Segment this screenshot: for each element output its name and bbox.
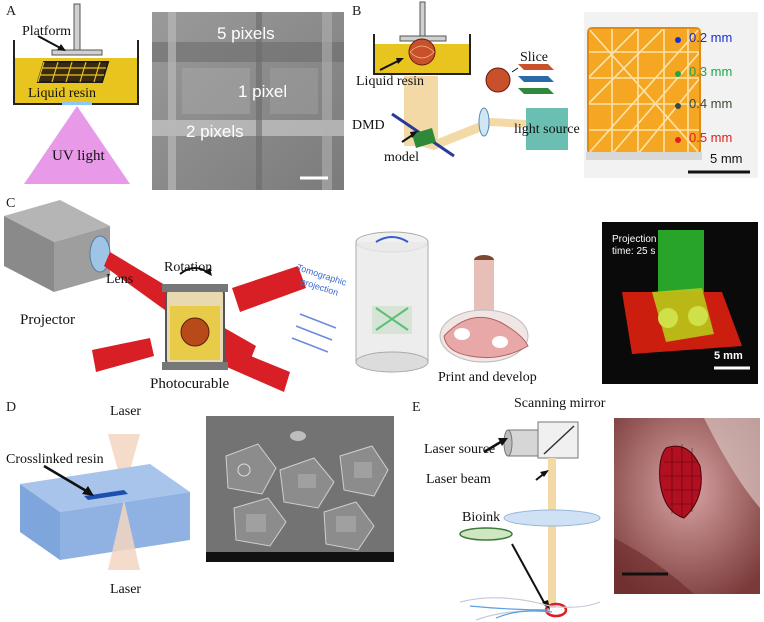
platform-label: Platform xyxy=(22,24,71,39)
focusing-lens xyxy=(503,509,601,527)
uv-light-label: UV light xyxy=(52,148,105,164)
panel-c-photo xyxy=(602,222,758,384)
crosslinked-resin-label: Crosslinked resin xyxy=(6,452,104,467)
panel-e-photo xyxy=(614,418,760,594)
block-top xyxy=(20,464,190,512)
printed-sphere xyxy=(408,38,436,66)
lens-b xyxy=(478,107,490,137)
panel-b-schematic xyxy=(373,1,568,158)
panel-c-letter: C xyxy=(6,196,16,211)
panel-b-photo xyxy=(584,12,758,178)
printed-lattice xyxy=(36,61,110,83)
panel-a-letter: A xyxy=(6,4,17,19)
crosslinked-strip xyxy=(84,490,128,500)
vessels xyxy=(469,605,553,619)
projector-box xyxy=(4,200,110,242)
panel-a-schematic xyxy=(13,3,139,184)
panel-c-schematic xyxy=(4,200,529,392)
laser-source-label: Laser source xyxy=(424,442,496,457)
size-label-3: 0.5 mm xyxy=(689,130,733,145)
size-dots xyxy=(675,37,681,143)
laser-cone-top xyxy=(108,434,140,492)
panel-a-micrograph xyxy=(152,12,344,190)
platform-plate xyxy=(51,49,103,56)
size-label-1: 0.3 mm xyxy=(689,64,733,79)
micro-label-2px: 2 pixels xyxy=(186,122,244,141)
body-outline xyxy=(459,597,601,621)
model-label: model xyxy=(384,150,419,165)
print-develop-label: Print and develop xyxy=(438,370,537,385)
light-source-box xyxy=(526,108,568,150)
laser-top-label: Laser xyxy=(110,404,142,419)
micro-label-5px: 5 pixels xyxy=(217,24,275,43)
slice-label: Slice xyxy=(520,50,548,65)
micro-label-1px: 1 pixel xyxy=(238,82,288,101)
size-label-2: 0.4 mm xyxy=(689,96,733,111)
panel-d-letter: D xyxy=(6,400,17,415)
platform-rod xyxy=(73,3,81,51)
panel-e-letter: E xyxy=(412,400,421,415)
panel-d-schematic xyxy=(20,434,190,570)
laser-beam xyxy=(548,458,556,608)
size-label-0: 0.2 mm xyxy=(689,30,733,45)
panel-b-letter: B xyxy=(352,4,362,19)
panel-e-schematic xyxy=(459,421,601,621)
projection-time-label-2: time: 25 s xyxy=(612,246,656,257)
liquid-resin-label: Liquid resin xyxy=(28,86,97,101)
projector-label: Projector xyxy=(20,312,75,328)
bioink-label: Bioink xyxy=(462,510,501,525)
rotation-label: Rotation xyxy=(164,260,213,275)
light-source-label: light source xyxy=(514,122,580,137)
laser-beam-label: Laser beam xyxy=(426,472,491,487)
laser-cone-bottom xyxy=(108,500,140,570)
photocurable-label: Photocurable xyxy=(150,376,230,392)
dmd-label: DMD xyxy=(352,118,385,133)
window xyxy=(62,101,92,105)
projection-time-label-1: Projection xyxy=(612,234,657,245)
uv-light-cone xyxy=(24,106,130,184)
b-liquid-resin-label: Liquid resin xyxy=(356,74,425,89)
scanning-mirror-label: Scanning mirror xyxy=(514,396,606,411)
c-scale-label: 5 mm xyxy=(714,350,743,362)
panel-d-sem xyxy=(206,416,394,562)
lens-label: Lens xyxy=(106,272,134,287)
laser-bottom-label: Laser xyxy=(110,582,142,597)
slice-stack xyxy=(518,64,554,94)
tomo-arrows xyxy=(291,313,337,353)
dmd-model xyxy=(412,128,436,148)
b-scale-label: 5 mm xyxy=(710,151,743,166)
bioink-coil xyxy=(459,527,513,541)
